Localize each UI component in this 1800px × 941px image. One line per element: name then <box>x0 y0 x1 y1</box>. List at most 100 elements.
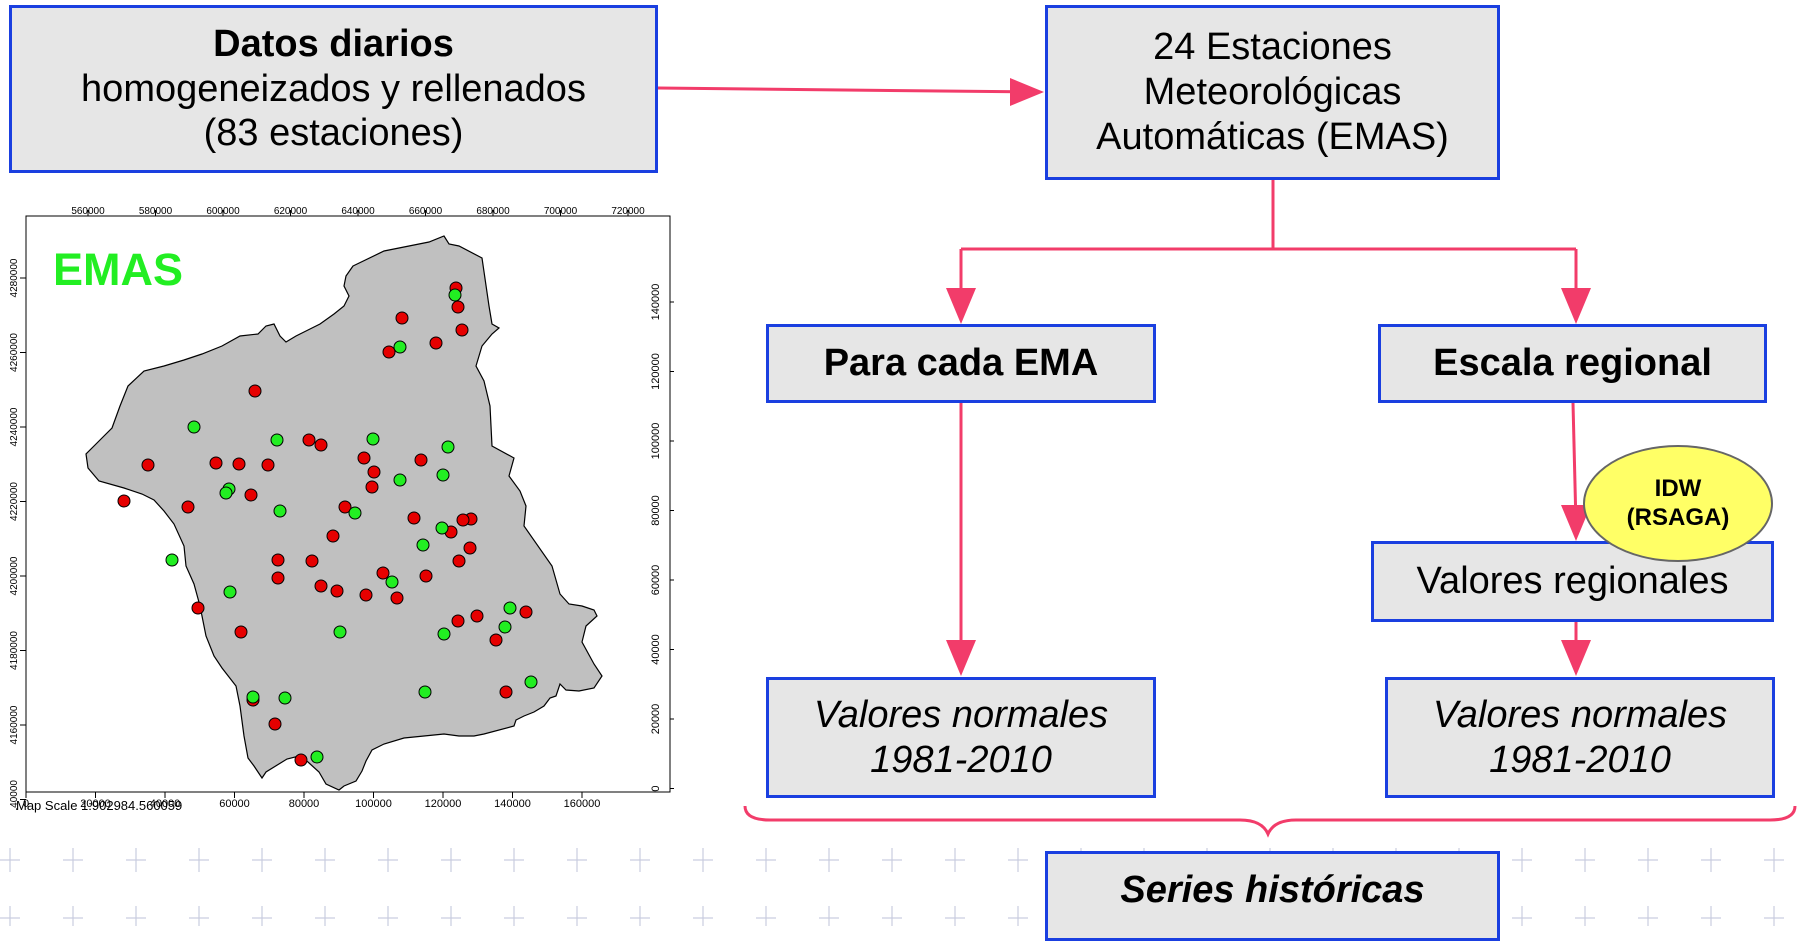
top-tick-label: 680000 <box>476 206 510 217</box>
background-cross <box>882 848 902 872</box>
station-red-dot <box>294 753 308 767</box>
left-tick-label: 4220000 <box>9 482 20 521</box>
arrow-datos-to-emas <box>657 86 1036 94</box>
station-red-dot <box>456 513 470 527</box>
station-red-dot <box>271 571 285 585</box>
station-red-dot <box>451 614 465 628</box>
station-red-dot <box>519 605 533 619</box>
station-green-dot <box>278 691 292 705</box>
left-tick-label: 4240000 <box>9 407 20 446</box>
background-cross <box>567 848 587 872</box>
background-cross <box>1701 906 1721 926</box>
left-tick-label: 4140000 <box>9 780 20 810</box>
right-tick-label: 0 <box>650 785 662 791</box>
station-red-dot <box>451 300 465 314</box>
station-green-dot <box>418 685 432 699</box>
station-red-dot <box>268 717 282 731</box>
bottom-tick-label: 20000 <box>80 798 111 810</box>
bottom-tick-label: 100000 <box>355 798 392 810</box>
station-red-dot <box>314 438 328 452</box>
station-green-dot <box>187 420 201 434</box>
station-red-dot <box>357 451 371 465</box>
per-station-box: Para cada EMA <box>766 324 1156 403</box>
background-cross <box>63 848 83 872</box>
background-cross <box>0 906 20 926</box>
station-green-dot <box>441 440 455 454</box>
station-green-dot <box>165 553 179 567</box>
station-green-dot <box>436 468 450 482</box>
bottom-tick-label: 60000 <box>219 798 250 810</box>
normal-values-right-line2: 1981-2010 <box>1489 738 1671 781</box>
station-green-dot <box>435 521 449 535</box>
station-red-dot <box>407 511 421 525</box>
left-tick-label: 4160000 <box>9 705 20 744</box>
bottom-tick-label: 160000 <box>564 798 601 810</box>
emas-line3: Automáticas (EMAS) <box>1096 115 1449 158</box>
curly-brace <box>743 805 1797 838</box>
right-tick-label: 100000 <box>650 423 662 460</box>
background-cross <box>1638 906 1658 926</box>
background-cross <box>252 906 272 926</box>
background-cross <box>630 848 650 872</box>
regional-values-label: Valores regionales <box>1416 560 1729 603</box>
historical-series-box: Series históricas <box>1045 851 1500 941</box>
station-red-dot <box>302 433 316 447</box>
background-cross <box>756 906 776 926</box>
bottom-tick-label: 80000 <box>289 798 320 810</box>
station-red-dot <box>414 453 428 467</box>
station-green-dot <box>503 601 517 615</box>
left-tick-label: 4180000 <box>9 631 20 670</box>
bottom-tick-label: 40000 <box>150 798 181 810</box>
station-red-dot <box>244 488 258 502</box>
background-cross <box>882 906 902 926</box>
background-cross <box>441 848 461 872</box>
station-green-dot <box>416 538 430 552</box>
normal-values-right-line1: Valores normales <box>1432 693 1728 736</box>
daily-data-title: Datos diarios <box>213 22 454 65</box>
normal-values-left-line1: Valores normales <box>813 693 1109 736</box>
right-tick-label: 40000 <box>650 634 662 665</box>
station-green-dot <box>273 504 287 518</box>
background-cross <box>945 848 965 872</box>
background-cross <box>1764 848 1784 872</box>
background-cross <box>441 906 461 926</box>
station-red-dot <box>209 456 223 470</box>
background-cross <box>567 906 587 926</box>
background-cross <box>1638 848 1658 872</box>
station-green-dot <box>270 433 284 447</box>
background-cross <box>819 906 839 926</box>
station-green-dot <box>437 627 451 641</box>
station-red-dot <box>463 541 477 555</box>
station-red-dot <box>367 465 381 479</box>
station-red-dot <box>248 384 262 398</box>
regional-scale-box: Escala regional <box>1378 324 1767 403</box>
station-red-dot <box>359 588 373 602</box>
background-cross <box>378 848 398 872</box>
station-green-dot <box>310 750 324 764</box>
station-green-dot <box>393 473 407 487</box>
station-red-dot <box>395 311 409 325</box>
per-station-label: Para cada EMA <box>823 342 1099 385</box>
background-cross <box>756 848 776 872</box>
top-tick-label: 660000 <box>409 206 443 217</box>
background-cross <box>1512 906 1532 926</box>
background-cross <box>315 848 335 872</box>
station-red-dot <box>452 554 466 568</box>
background-cross <box>0 848 20 872</box>
station-green-dot <box>246 690 260 704</box>
station-red-dot <box>314 579 328 593</box>
background-cross <box>1701 848 1721 872</box>
station-green-dot <box>366 432 380 446</box>
station-red-dot <box>261 458 275 472</box>
station-red-dot <box>330 584 344 598</box>
normal-values-left-box: Valores normales 1981-2010 <box>766 677 1156 798</box>
station-red-dot <box>338 500 352 514</box>
map-scale-caption: Map Scale 1:902984.560059 <box>16 798 183 813</box>
stations-layer <box>117 281 538 767</box>
left-tick-label: 4280000 <box>9 258 20 297</box>
right-tick-label: 20000 <box>650 704 662 735</box>
station-red-dot <box>271 553 285 567</box>
emas-line1: 24 Estaciones <box>1153 26 1392 69</box>
station-green-dot <box>448 288 462 302</box>
